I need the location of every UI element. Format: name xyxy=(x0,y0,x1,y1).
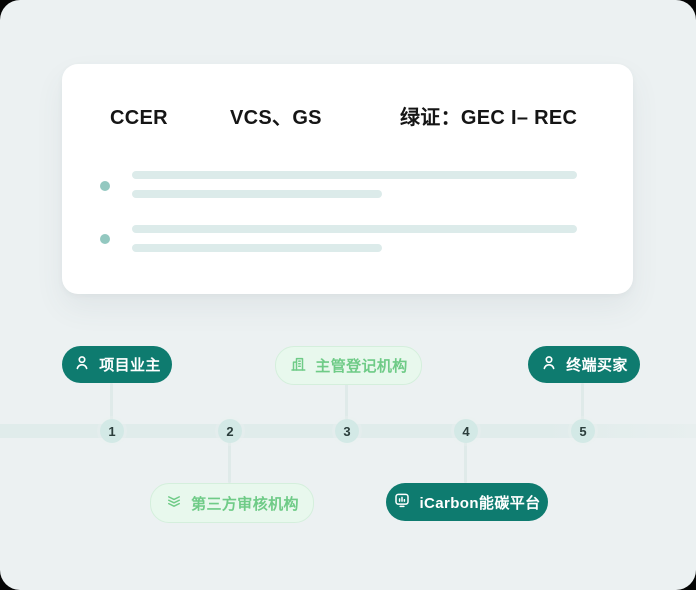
connector-line xyxy=(110,383,113,424)
user-icon xyxy=(540,354,558,376)
pill-label: iCarbon能碳平台 xyxy=(419,494,541,512)
bullet-dot xyxy=(100,181,110,191)
pill-label: 项目业主 xyxy=(99,357,161,374)
bullet-dot xyxy=(100,234,110,244)
heading-ccer: CCER xyxy=(110,107,168,129)
connector-line xyxy=(581,383,584,424)
connector-line xyxy=(464,438,467,483)
skeleton-line xyxy=(132,171,577,179)
user-icon xyxy=(73,354,91,376)
pill-registry-authority: 主管登记机构 xyxy=(275,346,422,385)
monitor-chart-icon xyxy=(393,491,411,513)
heading-green-cert: 绿证：GEC I– REC xyxy=(400,107,578,129)
skeleton-line xyxy=(132,190,382,198)
pill-label: 第三方审核机构 xyxy=(191,495,299,513)
pill-icarbon-platform: iCarbon能碳平台 xyxy=(386,483,548,521)
pill-label: 终端买家 xyxy=(566,357,628,374)
connector-line xyxy=(345,383,348,424)
timeline-step-3: 3 xyxy=(335,419,359,443)
pill-project-owner: 项目业主 xyxy=(62,346,172,383)
timeline-step-5: 5 xyxy=(571,419,595,443)
pill-third-party-auditor: 第三方审核机构 xyxy=(150,483,314,523)
connector-line xyxy=(228,438,231,483)
timeline-step-2: 2 xyxy=(218,419,242,443)
skeleton-line xyxy=(132,244,382,252)
skeleton-line xyxy=(132,225,577,233)
heading-vcs-gs: VCS、GS xyxy=(230,107,322,129)
pill-end-buyer: 终端买家 xyxy=(528,346,640,383)
timeline-step-4: 4 xyxy=(454,419,478,443)
layers-icon xyxy=(165,492,183,514)
pill-label: 主管登记机构 xyxy=(315,358,408,375)
timeline-step-1: 1 xyxy=(100,419,124,443)
certificate-card: CCER VCS、GS 绿证：GEC I– REC xyxy=(62,64,633,294)
building-icon xyxy=(289,355,307,377)
